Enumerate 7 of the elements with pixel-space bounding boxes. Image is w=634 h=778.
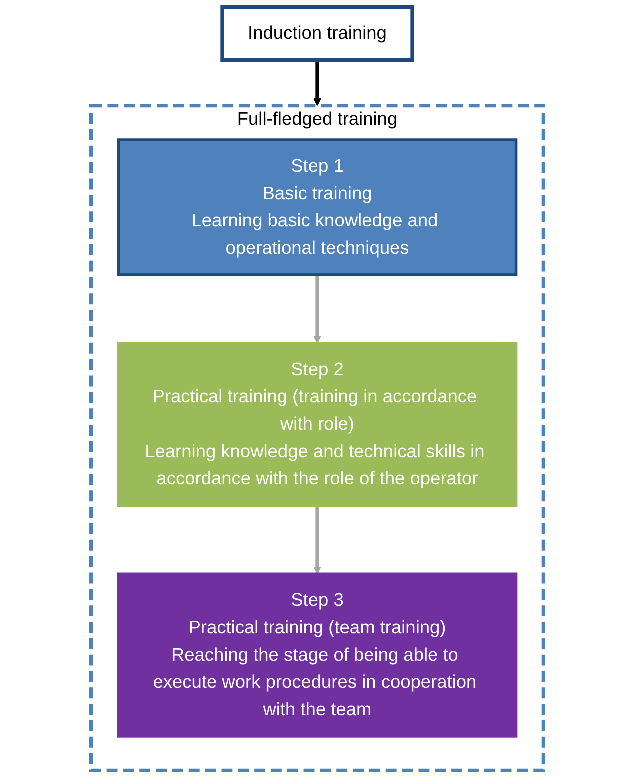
node-box: Step 2 Practical training (training in accordance with role) Learning knowledge and technical skills in accordance with the role of the operator — [116, 342, 518, 508]
arrow — [312, 506, 322, 574]
node-box: Step 3 Practical training (team training) Reaching the stage of being able to execute work procedures in cooperation with the team — [116, 572, 518, 738]
node-box: Induction training — [220, 5, 414, 62]
node-box: Step 1 Basic training Learning basic knowledge and operational techniques — [116, 138, 518, 276]
arrow — [312, 274, 322, 344]
arrow — [312, 60, 322, 106]
